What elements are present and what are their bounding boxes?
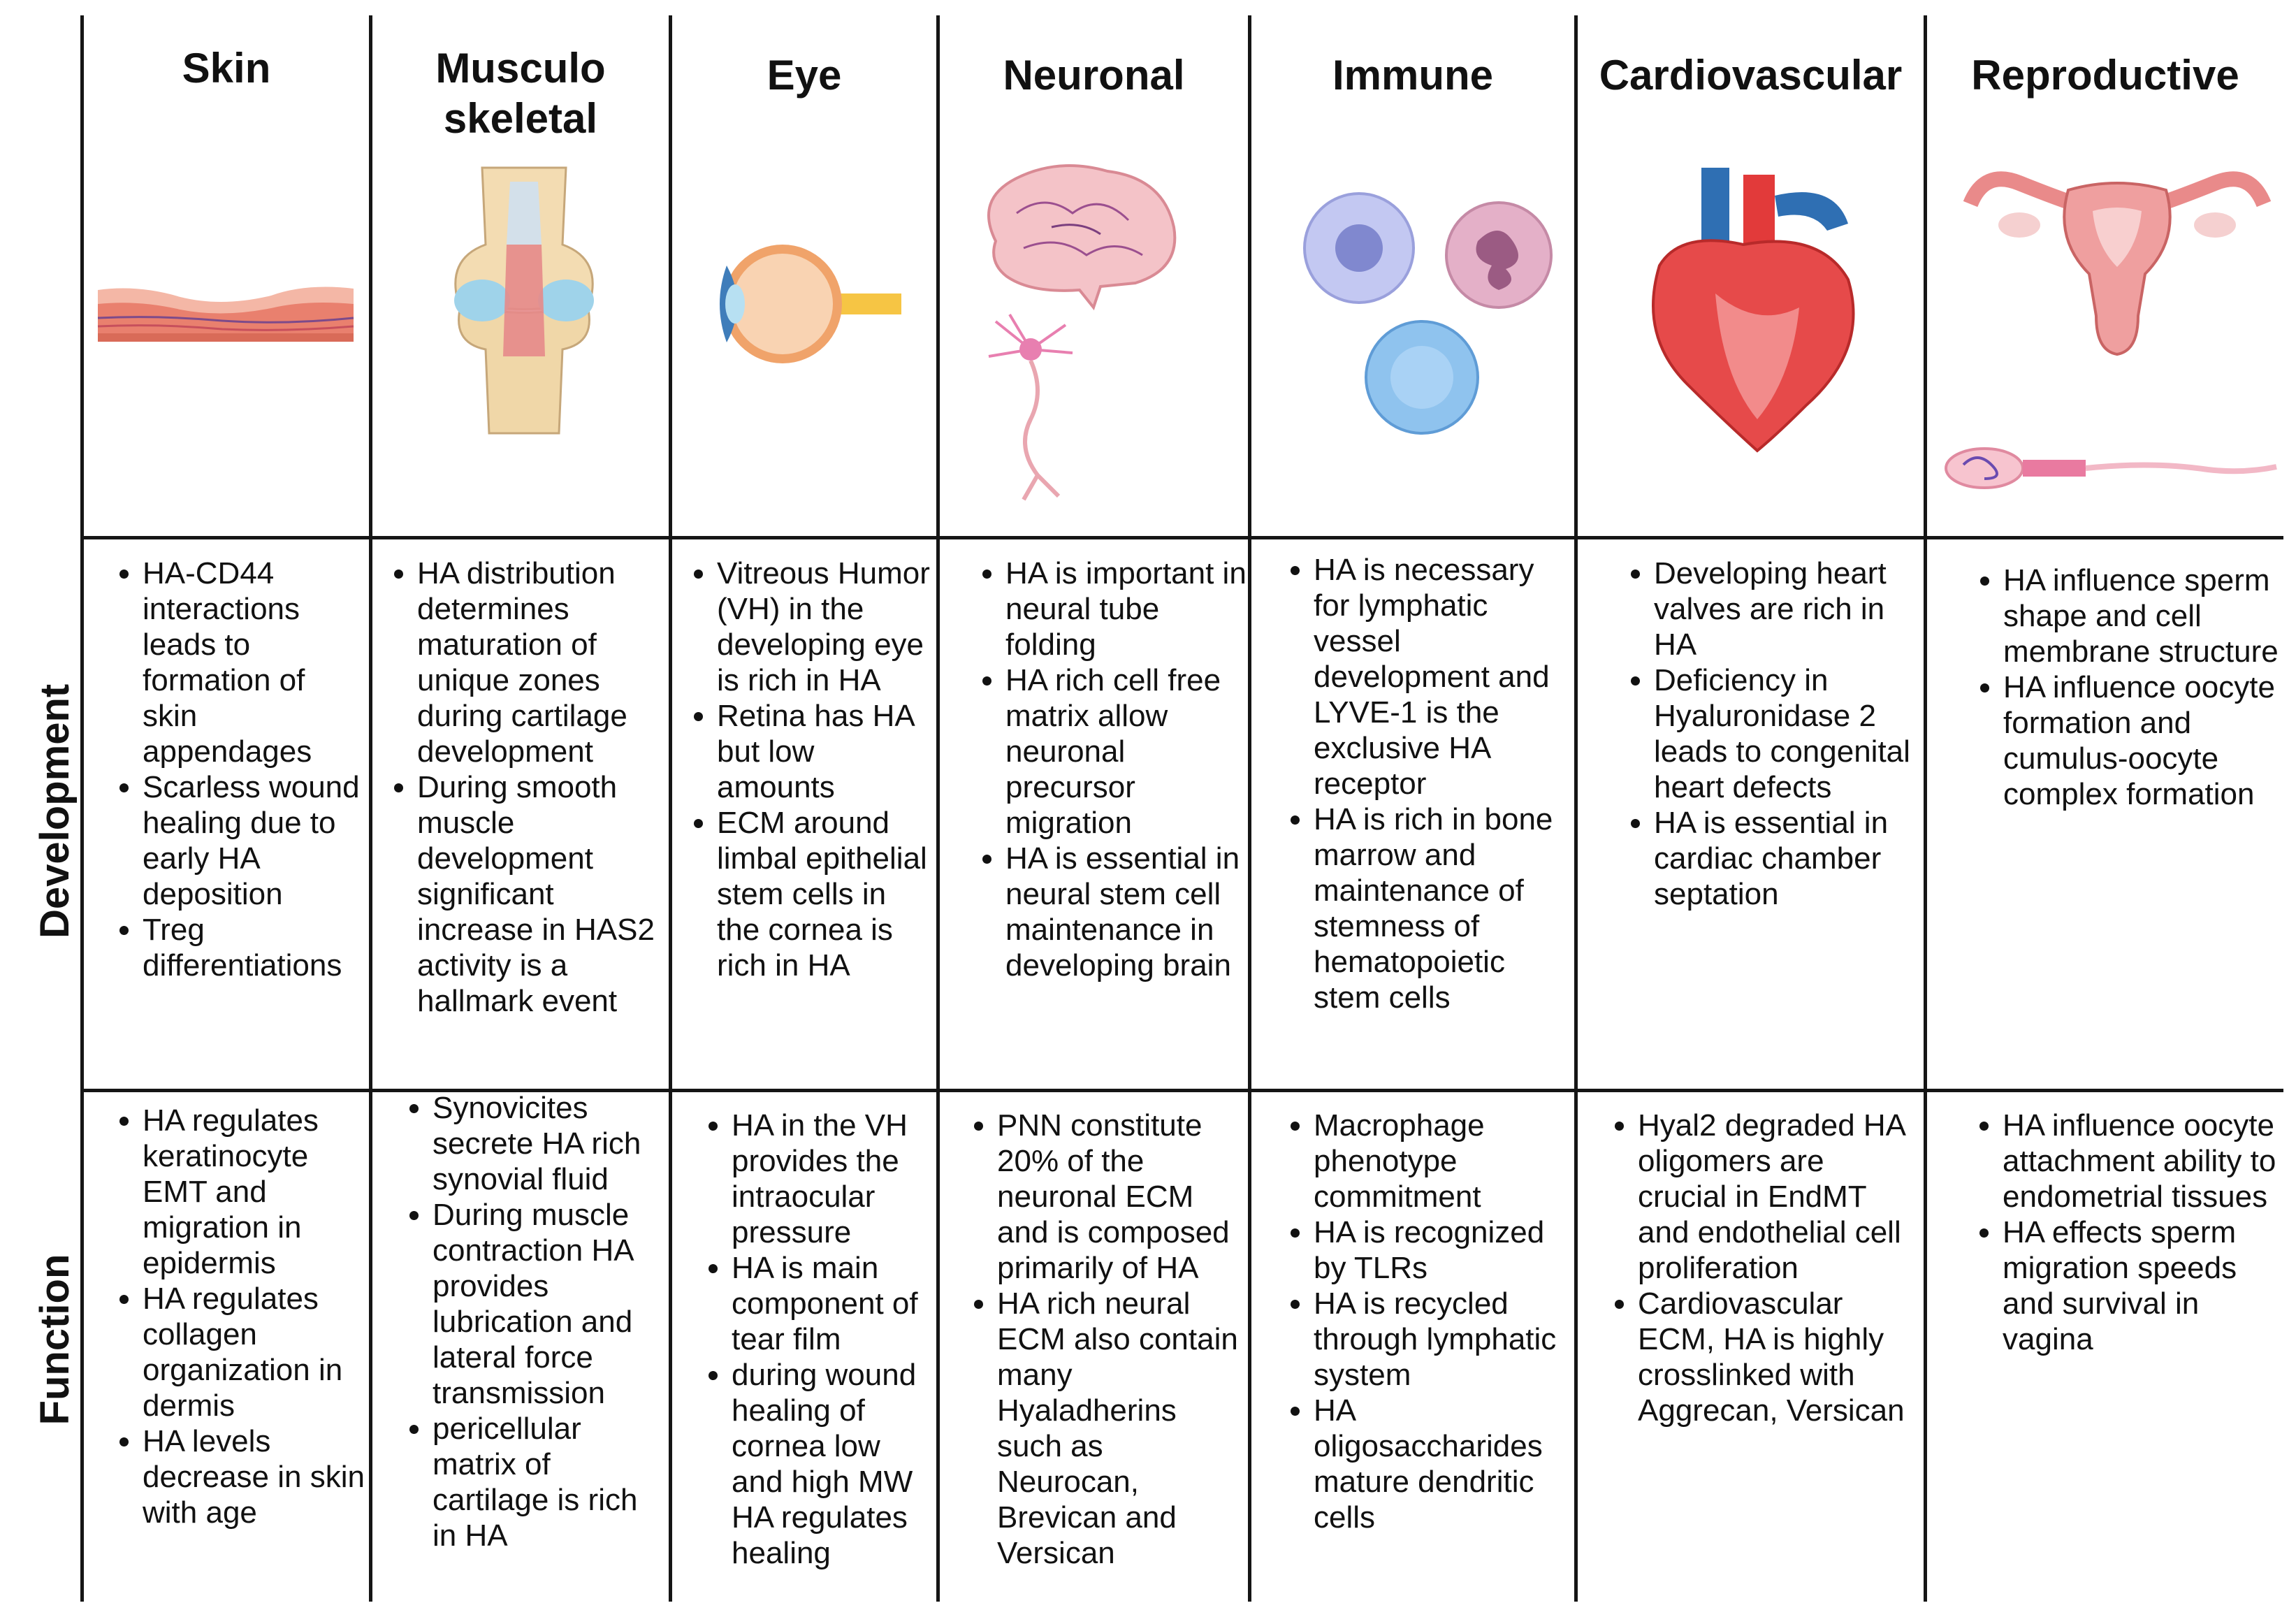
header-skin: Skin: [182, 45, 271, 92]
divider: [369, 15, 372, 1602]
cell-skin-function: HA regulates keratinocyte EMT and migrat…: [112, 1103, 367, 1530]
list-item: HA regulates keratinocyte EMT and migrat…: [143, 1103, 367, 1281]
list-item: During muscle contraction HA provides lu…: [433, 1197, 667, 1411]
list-item: HA distribution determines maturation of…: [417, 556, 666, 769]
list-item: Synovicites secrete HA rich synovial flu…: [433, 1090, 667, 1197]
list-item: Macrophage phenotype commitment: [1314, 1108, 1573, 1214]
list-item: ECM around limbal epithelial stem cells …: [717, 805, 934, 983]
cell-neuronal-development: HA is important in neural tube folding H…: [975, 556, 1247, 983]
list-item: HA is recycled through lymphatic system: [1314, 1286, 1573, 1393]
cell-musculo-function: Synovicites secrete HA rich synovial flu…: [402, 1090, 667, 1553]
divider: [1248, 15, 1251, 1602]
list-item: PNN constitute 20% of the neuronal ECM a…: [997, 1108, 1246, 1286]
list-item: Vitreous Humor (VH) in the developing ey…: [717, 556, 934, 698]
list-item: HA is recognized by TLRs: [1314, 1214, 1573, 1286]
sperm-icon: [1945, 447, 2277, 489]
list-item: Cardiovascular ECM, HA is highly crossli…: [1638, 1286, 1918, 1428]
divider: [82, 1089, 2283, 1092]
knee-joint-icon: [454, 166, 594, 435]
list-item: during wound healing of cornea low and h…: [732, 1357, 935, 1571]
list-item: HA levels decrease in skin with age: [143, 1423, 367, 1530]
divider: [669, 15, 672, 1602]
list-item: HA is necessary for lymphatic vessel dev…: [1314, 552, 1573, 802]
list-item: During smooth muscle development signifi…: [417, 769, 666, 1019]
immune-cells-icon: [1303, 192, 1553, 435]
list-item: HA effects sperm migration speeds and su…: [2003, 1214, 2283, 1357]
cell-repro-function: HA influence oocyte attachment ability t…: [1972, 1108, 2283, 1357]
list-item: HA rich cell free matrix allow neuronal …: [1005, 662, 1247, 841]
cell-immune-function: Macrophage phenotype commitment HA is re…: [1283, 1108, 1573, 1535]
list-item: HA regulates collagen organization in de…: [143, 1281, 367, 1423]
list-item: Treg differentiations: [143, 912, 367, 983]
divider: [1574, 15, 1578, 1602]
list-item: HA is essential in cardiac chamber septa…: [1654, 805, 1920, 912]
row-label-function: Function: [32, 1254, 78, 1426]
list-item: HA is rich in bone marrow and maintenanc…: [1314, 802, 1573, 1015]
list-item: HA influence oocyte formation and cumulu…: [2003, 669, 2283, 812]
header-eye: Eye: [766, 52, 842, 99]
list-item: Deficiency in Hyaluronidase 2 leads to c…: [1654, 662, 1920, 805]
uterus-icon: [1963, 171, 2272, 356]
cell-cardio-development: Developing heart valves are rich in HA D…: [1623, 556, 1920, 912]
eyeball-icon: [720, 245, 901, 363]
cell-eye-function: HA in the VH provides the intraocular pr…: [701, 1108, 935, 1571]
list-item: HA influence oocyte attachment ability t…: [2003, 1108, 2283, 1214]
cell-eye-development: Vitreous Humor (VH) in the developing ey…: [686, 556, 934, 983]
list-item: Developing heart valves are rich in HA: [1654, 556, 1920, 662]
cell-musculo-development: HA distribution determines maturation of…: [386, 556, 666, 1019]
list-item: HA influence sperm shape and cell membra…: [2003, 563, 2283, 669]
header-neuronal: Neuronal: [1003, 52, 1185, 99]
cell-immune-development: HA is necessary for lymphatic vessel dev…: [1283, 552, 1573, 1015]
divider: [1924, 15, 1927, 1602]
header-musculoskeletal: Musculo skeletal: [435, 45, 606, 142]
list-item: HA in the VH provides the intraocular pr…: [732, 1108, 935, 1250]
list-item: pericellular matrix of cartilage is rich…: [433, 1411, 667, 1553]
divider: [80, 15, 84, 1602]
list-item: HA is main component of tear film: [732, 1250, 935, 1357]
cell-skin-development: HA-CD44 interactions leads to formation …: [112, 556, 367, 983]
neuron-icon: [988, 313, 1073, 501]
list-item: Scarless wound healing due to early HA d…: [143, 769, 367, 912]
cell-repro-development: HA influence sperm shape and cell membra…: [1972, 563, 2283, 812]
list-item: HA is essential in neural stem cell main…: [1005, 841, 1247, 983]
heart-icon: [1652, 168, 1855, 453]
divider: [82, 536, 2283, 539]
skin-tissue-icon: [97, 287, 354, 342]
list-item: HA oligosaccharides mature dendritic cel…: [1314, 1393, 1573, 1535]
divider: [936, 15, 940, 1602]
list-item: HA rich neural ECM also contain many Hya…: [997, 1286, 1246, 1571]
list-item: Hyal2 degraded HA oligomers are crucial …: [1638, 1108, 1918, 1286]
header-cardiovascular: Cardiovascular: [1599, 52, 1903, 99]
brain-icon: [987, 164, 1177, 311]
list-item: HA is important in neural tube folding: [1005, 556, 1247, 662]
list-item: Retina has HA but low amounts: [717, 698, 934, 805]
header-immune: Immune: [1332, 52, 1494, 99]
cell-neuronal-function: PNN constitute 20% of the neuronal ECM a…: [966, 1108, 1246, 1571]
cell-cardio-function: Hyal2 degraded HA oligomers are crucial …: [1607, 1108, 1918, 1428]
list-item: HA-CD44 interactions leads to formation …: [143, 556, 367, 769]
row-label-development: Development: [32, 683, 78, 938]
header-reproductive: Reproductive: [1971, 52, 2239, 99]
